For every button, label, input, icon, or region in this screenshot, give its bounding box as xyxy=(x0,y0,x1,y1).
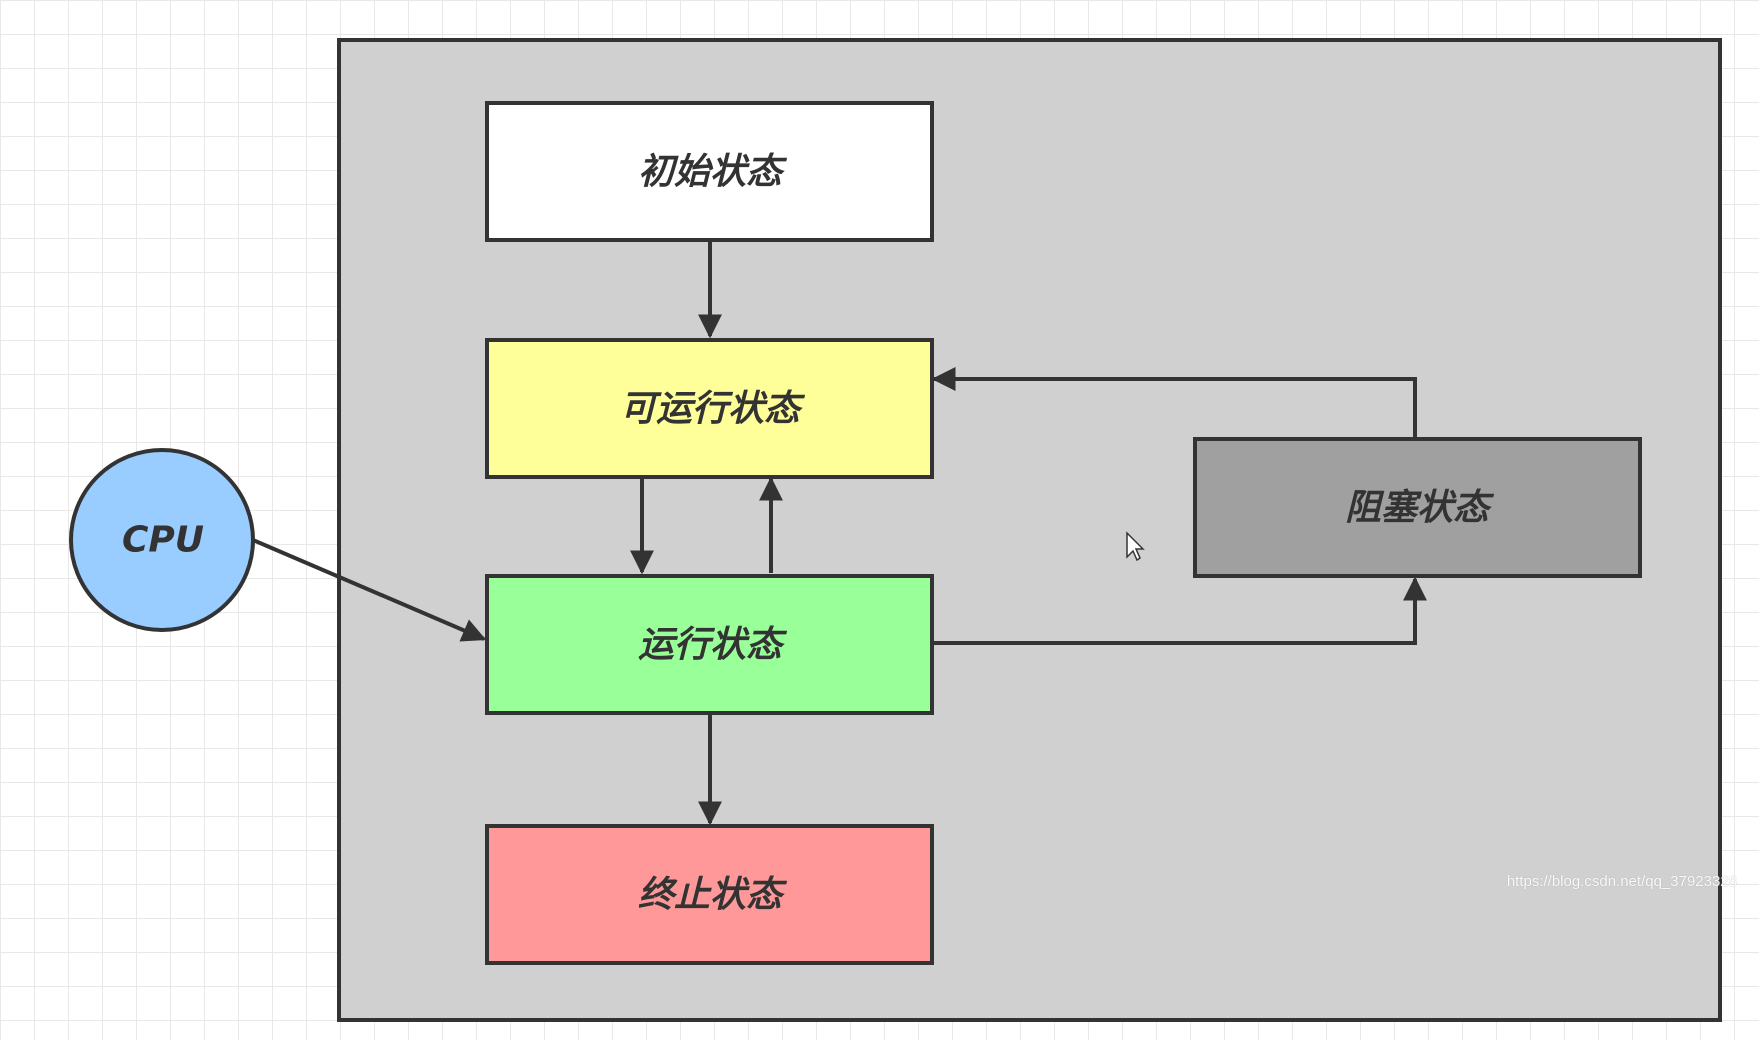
arrow-running-to-blocked xyxy=(932,576,1427,645)
connectors xyxy=(252,240,1427,826)
cpu-circle xyxy=(69,448,255,632)
arrow-blocked-to-runnable xyxy=(931,367,1417,437)
state-box-running xyxy=(485,574,934,715)
state-label-terminated: 终止状态 xyxy=(638,875,788,916)
state-label-running: 运行状态 xyxy=(638,625,788,666)
state-box-runnable xyxy=(485,338,934,479)
watermark-url: https://blog.csdn.net/qq_37923328 xyxy=(1506,873,1737,890)
mouse-cursor-icon xyxy=(1126,531,1145,562)
state-label-runnable: 可运行状态 xyxy=(620,389,806,430)
state-label-initial: 初始状态 xyxy=(638,152,788,193)
cpu-label: CPU xyxy=(122,520,204,561)
state-label-blocked: 阻塞状态 xyxy=(1345,488,1495,529)
state-box-blocked xyxy=(1193,437,1642,578)
arrow-cpu-to-running xyxy=(252,538,487,642)
state-box-terminated xyxy=(485,824,934,965)
state-box-initial xyxy=(485,101,934,242)
